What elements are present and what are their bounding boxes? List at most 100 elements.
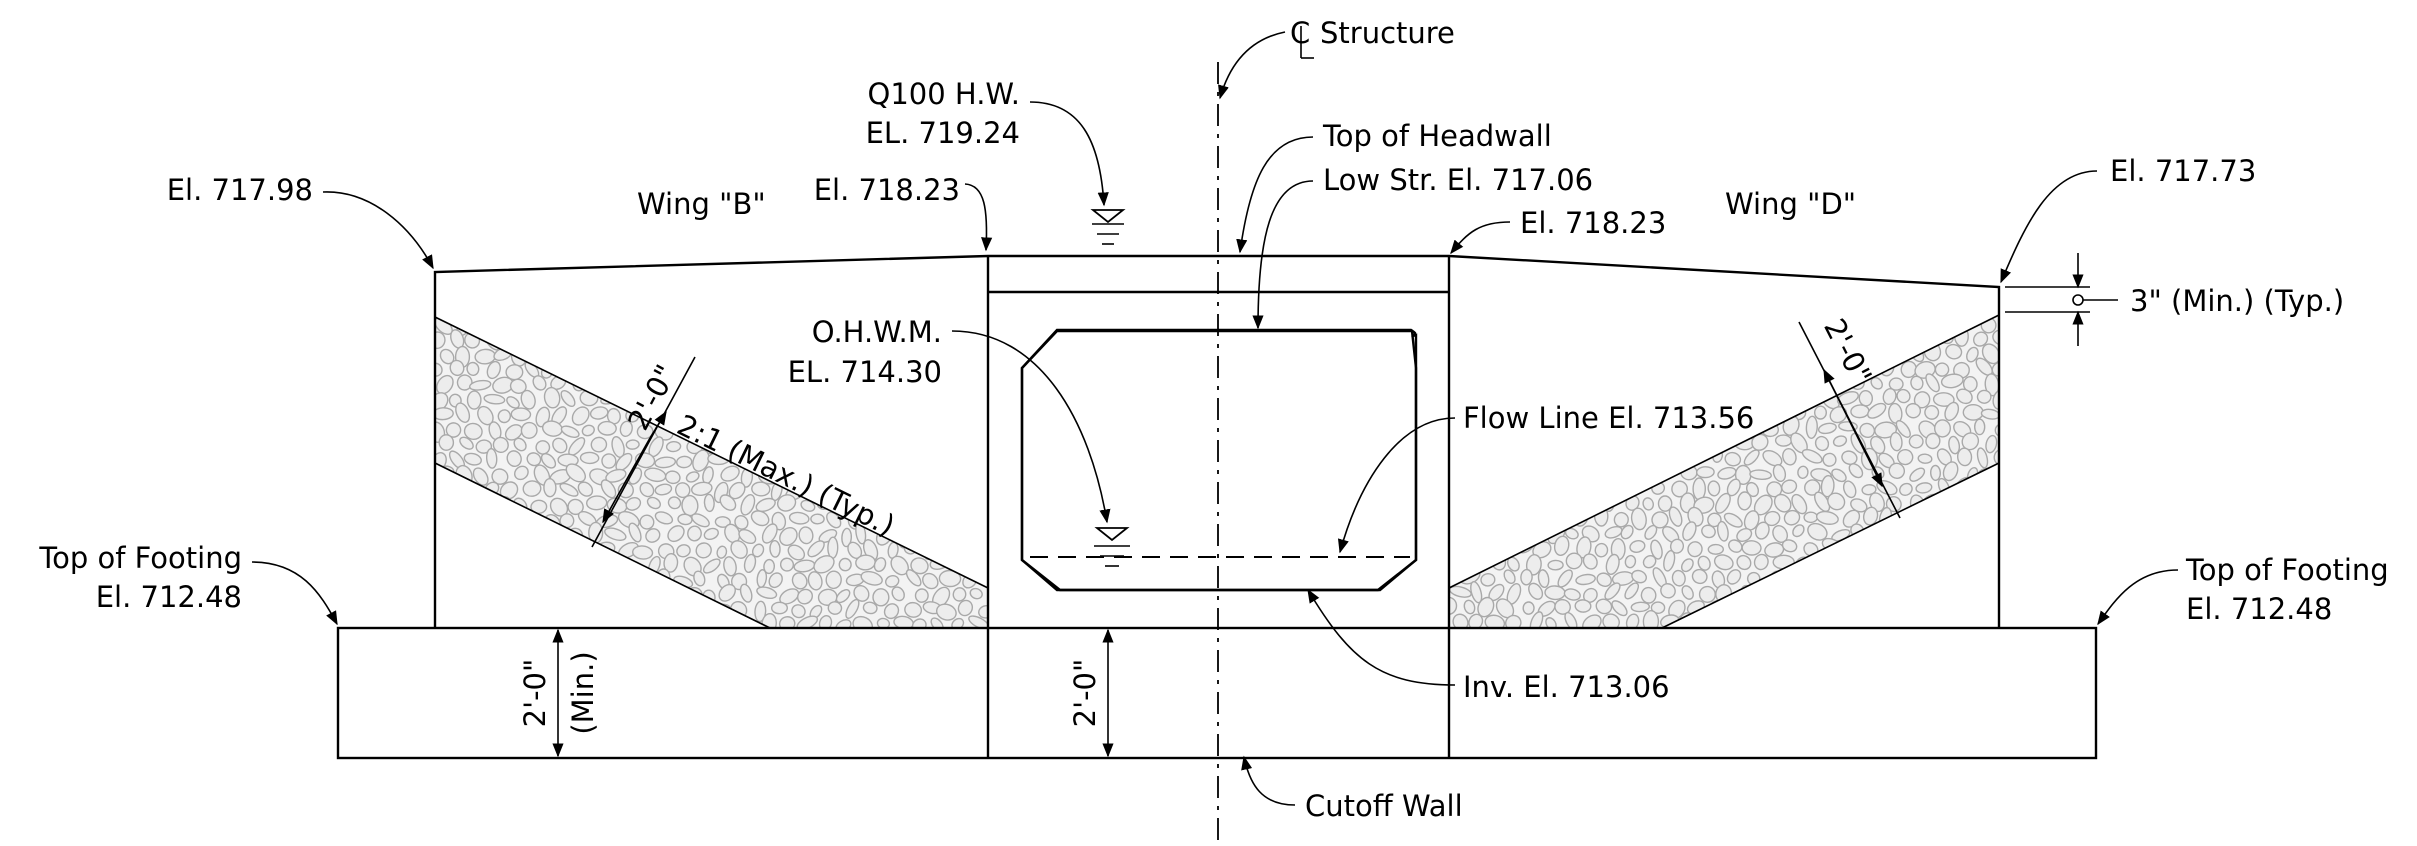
riprap-stone <box>483 569 498 590</box>
riprap-stone <box>1681 437 1697 454</box>
riprap-stone <box>791 604 806 619</box>
riprap-stone <box>667 496 682 510</box>
riprap-stone <box>1904 558 1922 572</box>
riprap-stone <box>1604 582 1621 601</box>
riprap-stone <box>606 318 622 333</box>
riprap-stone <box>1629 356 1648 375</box>
riprap-stone <box>1975 602 1991 617</box>
riprap-stone <box>580 602 593 620</box>
riprap-stone <box>449 575 464 590</box>
riprap-stone <box>1596 327 1612 344</box>
riprap-stone <box>540 572 558 591</box>
riprap-stone <box>1897 448 1914 466</box>
riprap-stone <box>497 409 512 424</box>
riprap-stone <box>1764 510 1781 527</box>
riprap-stone <box>942 451 958 470</box>
riprap-stone <box>738 528 757 545</box>
riprap-stone <box>1471 345 1487 364</box>
riprap-stone <box>1918 599 1933 613</box>
riprap-stone <box>1780 361 1799 375</box>
riprap-stone <box>1488 436 1510 453</box>
riprap-stone <box>1553 356 1570 377</box>
riprap-stone <box>1898 329 1913 345</box>
riprap-stone <box>468 317 483 321</box>
riprap-stone <box>957 599 974 617</box>
riprap-stone <box>958 540 977 561</box>
riprap-stone <box>526 452 542 467</box>
riprap-stone <box>1831 468 1847 483</box>
riprap-stone <box>1740 584 1753 603</box>
riprap-stone <box>868 449 883 471</box>
riprap-stone <box>1718 315 1737 331</box>
riprap-stone <box>1858 390 1874 407</box>
riprap-stone <box>951 495 968 511</box>
riprap-stone <box>1576 448 1592 469</box>
riprap-stone <box>543 386 561 409</box>
riprap-stone <box>788 511 810 525</box>
riprap-stone <box>928 527 946 544</box>
riprap-stone <box>1593 505 1609 527</box>
riprap-stone <box>446 543 461 558</box>
riprap-stone <box>1773 317 1792 331</box>
riprap-stone <box>818 615 833 628</box>
riprap-stone <box>687 525 702 542</box>
riprap-stone <box>1449 541 1459 556</box>
riprap-stone <box>1659 315 1677 332</box>
riprap-stone <box>961 363 978 381</box>
riprap-stone <box>969 587 983 600</box>
riprap-stone <box>807 540 825 558</box>
riprap-stone <box>1857 303 1879 316</box>
riprap-stone <box>1605 553 1620 575</box>
riprap-stone <box>1925 373 1940 393</box>
riprap-stone <box>739 583 753 603</box>
riprap-stone <box>1650 539 1663 560</box>
riprap-stone <box>586 619 603 628</box>
riprap-stone <box>1884 614 1907 628</box>
riprap-stone <box>750 510 770 527</box>
riprap-stone <box>1869 588 1889 602</box>
riprap-stone <box>973 496 987 510</box>
riprap-stone <box>845 598 860 619</box>
right-riprap-fill <box>1449 303 1999 628</box>
riprap-stone <box>507 330 522 345</box>
riprap-stone <box>1792 524 1805 538</box>
riprap-stone <box>565 463 586 483</box>
riprap-stone <box>506 450 522 468</box>
riprap-stone <box>922 480 943 497</box>
riprap-stone <box>1707 543 1724 555</box>
riprap-stone <box>559 361 576 377</box>
riprap-stone <box>1803 511 1819 524</box>
riprap-stone <box>751 481 771 497</box>
riprap-stone <box>1877 571 1891 590</box>
riprap-stone <box>1915 482 1933 494</box>
riprap-stone <box>1668 506 1683 527</box>
riprap-stone <box>600 479 617 499</box>
riprap-stone <box>588 556 603 574</box>
riprap-stone <box>1537 479 1556 498</box>
riprap-stone <box>956 481 974 496</box>
riprap-stone <box>827 601 843 615</box>
riprap-stone <box>586 495 608 511</box>
riprap-stone <box>458 526 475 543</box>
riprap-stone <box>1916 329 1938 344</box>
riprap-stone <box>1449 391 1459 404</box>
riprap-stone <box>444 602 462 619</box>
riprap-stone <box>1497 315 1519 316</box>
riprap-stone <box>1508 521 1527 540</box>
riprap-stone <box>838 557 852 572</box>
riprap-stone <box>957 424 974 437</box>
riprap-stone <box>779 527 798 546</box>
riprap-stone <box>559 317 577 318</box>
riprap-stone <box>455 500 470 513</box>
riprap-stone <box>1888 377 1904 391</box>
riprap-stone <box>950 406 965 421</box>
ohwm-water-surface-symbol <box>1094 527 1130 567</box>
riprap-stone <box>743 347 759 361</box>
riprap-stone <box>929 435 947 452</box>
riprap-stone <box>1651 511 1669 529</box>
riprap-stone <box>1641 465 1662 484</box>
riprap-stone <box>1863 572 1877 588</box>
riprap-stone <box>483 604 498 617</box>
riprap-stone <box>601 366 616 379</box>
riprap-stone <box>1972 476 1989 500</box>
